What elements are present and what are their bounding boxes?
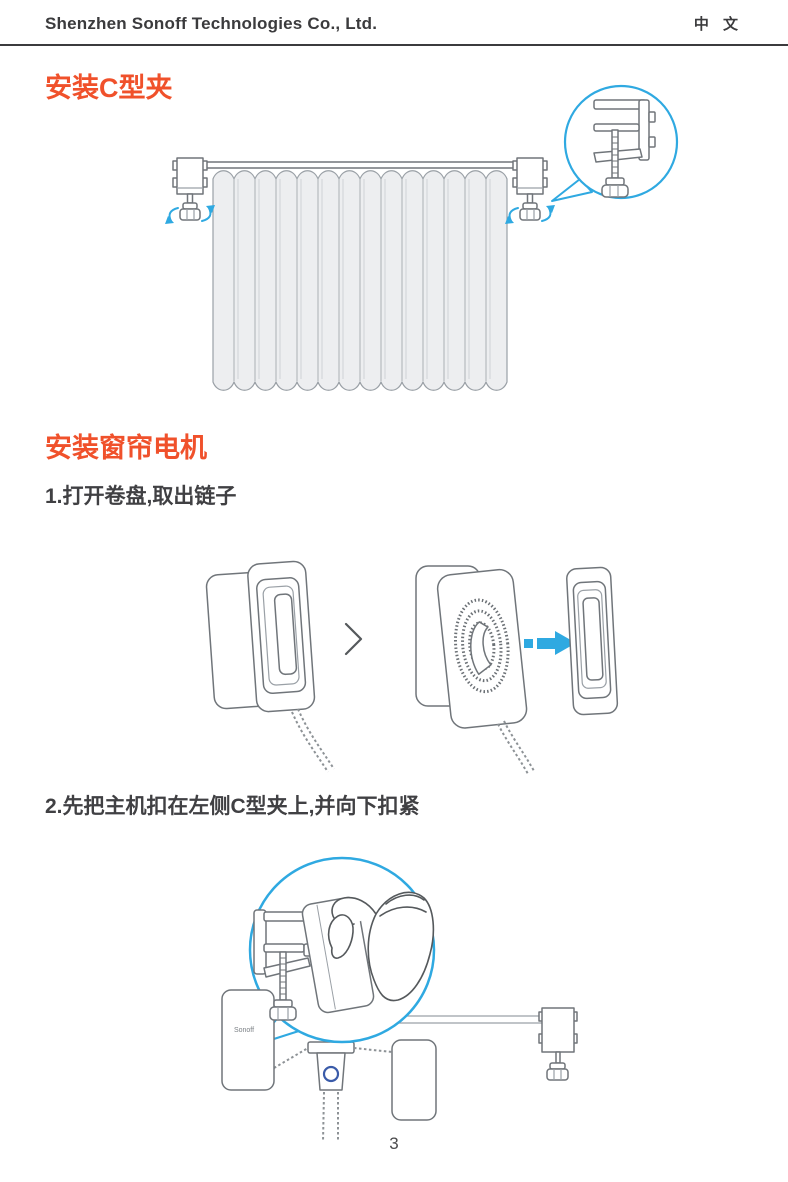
section-heading-install-clamp: 安装C型夹 (45, 73, 173, 103)
company-name: Shenzhen Sonoff Technologies Co., Ltd. (45, 14, 378, 33)
c-clamp-in-callout (253, 909, 314, 1021)
reel-cover (566, 566, 619, 716)
curtain-rail (189, 161, 531, 169)
page-header: Shenzhen Sonoff Technologies Co., Ltd. 中… (45, 13, 743, 34)
clamp-detail-callout (551, 84, 679, 202)
reel-cover-piece (391, 1039, 437, 1121)
header-divider (0, 44, 788, 46)
hand-holding-device: Sonoff (301, 891, 435, 1014)
section-heading-install-motor: 安装窗帘电机 (45, 433, 207, 463)
illustration-curtain-clamps (164, 84, 679, 391)
left-c-clamp (164, 157, 216, 225)
hand (327, 891, 435, 1002)
take-out-arrow-icon (524, 631, 576, 655)
curtain-motor-main-unit: Sonoff (221, 989, 275, 1091)
step-1-text: 1.打开卷盘,取出链子 (45, 485, 237, 508)
illustration-open-reel (205, 560, 619, 775)
page-number: 3 (389, 1134, 399, 1153)
chain-hanger (307, 1041, 355, 1143)
step-2-text: 2.先把主机扣在左侧C型夹上,并向下扣紧 (45, 795, 420, 818)
open-reel (415, 565, 535, 775)
device-logo: Sonoff (234, 1027, 254, 1034)
right-c-clamp (504, 157, 556, 225)
illustration-attach-motor: Sonoff Sonoff (221, 856, 578, 1143)
chevron-next-icon (344, 622, 363, 656)
c-clamp-detail-drawing (593, 99, 656, 198)
chain-run (273, 1047, 309, 1069)
language-label: 中 文 (693, 16, 743, 33)
curtain (212, 170, 508, 391)
right-c-clamp (538, 1007, 578, 1081)
closed-reel (205, 560, 316, 713)
chain-strand (291, 711, 329, 773)
